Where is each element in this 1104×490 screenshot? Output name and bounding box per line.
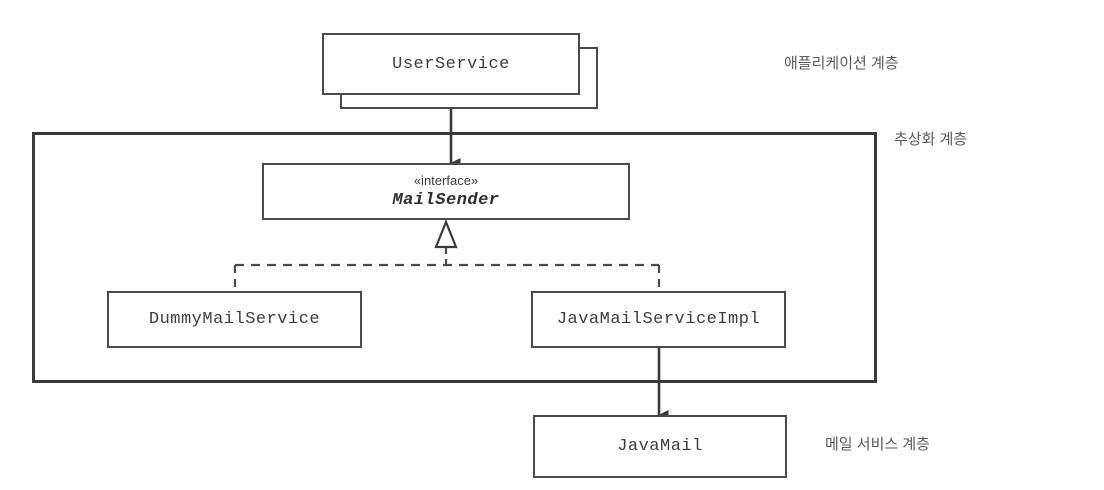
node-label-dummymailservice: DummyMailService bbox=[148, 310, 321, 329]
layer-label-abstraction: 추상화 계층 bbox=[894, 131, 968, 148]
layer-label-application: 애플리케이션 계층 bbox=[784, 55, 899, 72]
node-label-javamail: JavaMail bbox=[617, 437, 703, 456]
userservice-front-plate[interactable]: UserService bbox=[322, 33, 580, 95]
node-userservice[interactable]: UserService bbox=[322, 33, 598, 109]
node-stereotype-mailsender: «interface» bbox=[413, 172, 479, 188]
node-javamail[interactable]: JavaMail bbox=[533, 415, 787, 478]
node-mailsender[interactable]: «interface» MailSender bbox=[262, 163, 630, 220]
node-javamailserviceimpl[interactable]: JavaMailServiceImpl bbox=[531, 291, 786, 348]
node-label-javamailserviceimpl: JavaMailServiceImpl bbox=[556, 310, 761, 329]
layer-label-mail-service: 메일 서비스 계층 bbox=[825, 436, 930, 453]
node-label-userservice: UserService bbox=[392, 54, 510, 74]
abstraction-layer-container bbox=[32, 132, 877, 383]
node-dummymailservice[interactable]: DummyMailService bbox=[107, 291, 362, 348]
node-label-mailsender: MailSender bbox=[392, 191, 500, 211]
